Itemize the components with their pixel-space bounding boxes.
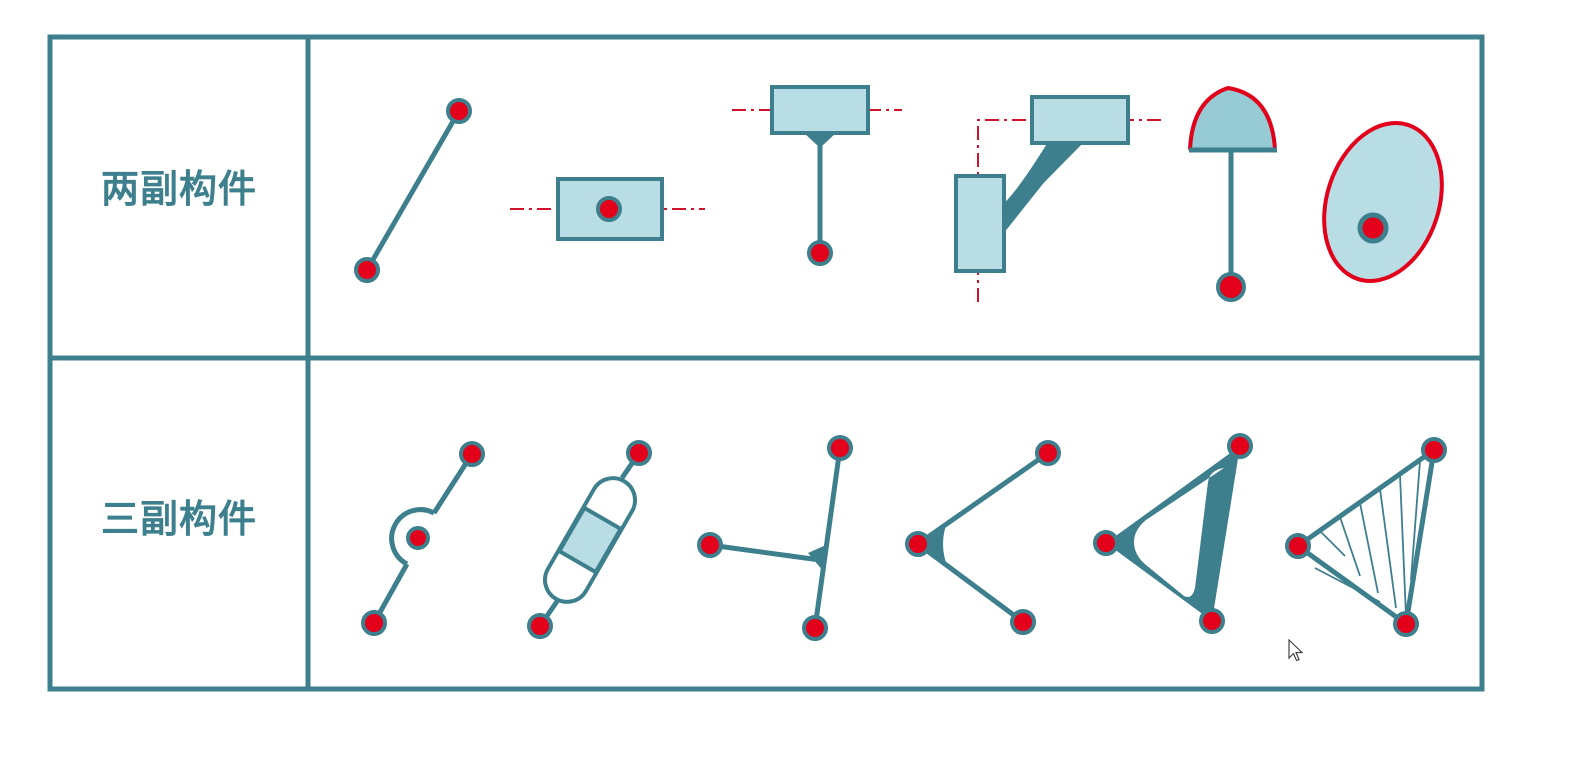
binary-link-two-sliders (954, 95, 1162, 302)
table-outer-border (47, 34, 1485, 692)
joint-dot (1093, 530, 1119, 556)
joint-dot (1035, 440, 1061, 466)
ternary-link-bar-middle-joint (361, 441, 485, 636)
joint-dot (1357, 212, 1389, 244)
row-label-ternary-link: 三副构件 (100, 497, 257, 541)
joint-dot (1421, 437, 1447, 463)
joint-dot (446, 98, 472, 124)
joint-dot (905, 531, 931, 557)
joint-dot (1393, 611, 1419, 637)
joint-dot (459, 441, 485, 467)
binary-link-bar (354, 98, 472, 283)
binary-link-cam-follower (1188, 85, 1277, 302)
ternary-link-hatched-triangle (1285, 437, 1447, 637)
joint-dot (802, 615, 828, 641)
joint-dot (527, 613, 553, 639)
joint-dot (807, 240, 833, 266)
joint-dot (1199, 608, 1225, 634)
table-frame (47, 34, 1485, 692)
row-label-binary-link: 两副构件 (100, 167, 257, 211)
joint-dot (596, 196, 622, 222)
joint-dot (354, 257, 380, 283)
joint-dot (406, 526, 430, 550)
ternary-link-y-shape (697, 435, 853, 641)
joint-dot (827, 435, 853, 461)
ternary-link-v-shape (905, 440, 1061, 635)
joint-dot (361, 610, 387, 636)
joint-dot (1010, 609, 1036, 635)
binary-link-cam-disc (1322, 121, 1444, 283)
binary-link-slider-rod (732, 85, 902, 266)
joint-dot (1285, 533, 1311, 559)
ternary-link-capsule-slider (527, 440, 652, 639)
joint-dot (626, 440, 652, 466)
joint-dot (697, 532, 723, 558)
binary-link-slider-block (510, 177, 705, 241)
ternary-link-triangle-frame (1093, 433, 1253, 634)
joint-dot (1227, 433, 1253, 459)
joint-dot (1216, 272, 1246, 302)
mouse-pointer-icon (1288, 638, 1304, 662)
